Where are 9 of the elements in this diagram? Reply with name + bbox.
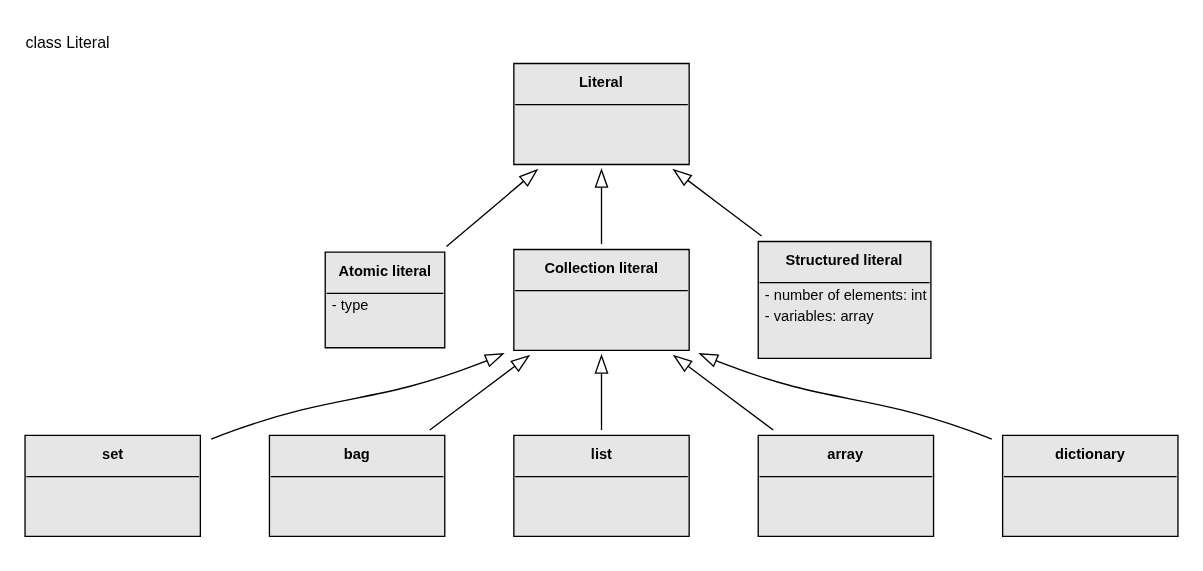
arrow	[594, 353, 609, 431]
arrow	[698, 352, 993, 440]
arrow	[594, 167, 609, 245]
arrow	[672, 354, 774, 431]
arrow	[445, 168, 539, 247]
diagram-title: class Literal	[25, 33, 110, 51]
arrow	[672, 168, 763, 237]
arrow	[429, 354, 531, 431]
arrow	[210, 352, 505, 440]
